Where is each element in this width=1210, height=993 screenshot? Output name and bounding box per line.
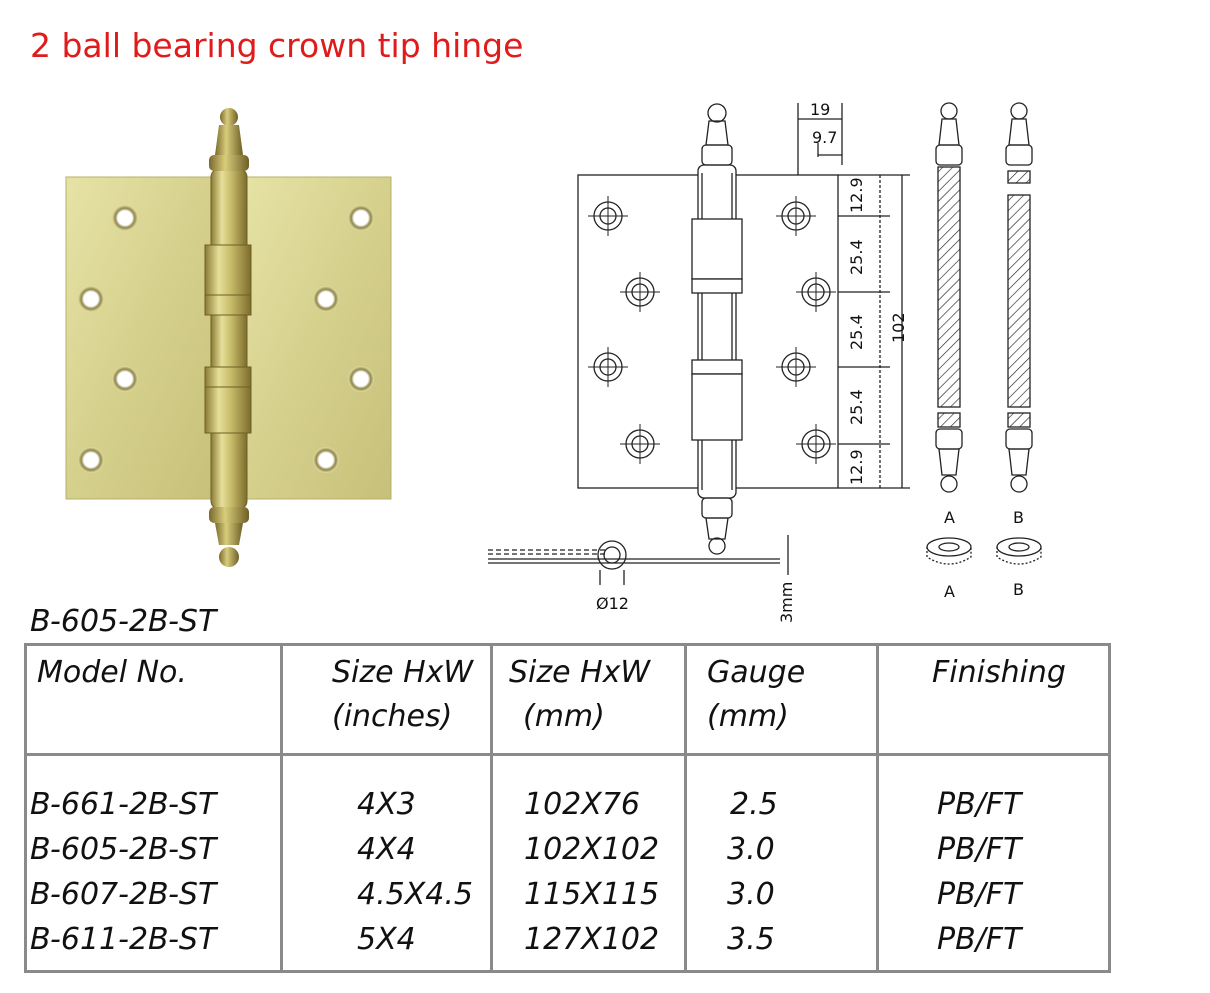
dim-9-7: 9.7 <box>812 128 837 147</box>
dim-12-9-bottom: 12.9 <box>847 449 866 485</box>
hinge-left-leaf <box>65 176 217 500</box>
hinge-knuckle <box>210 168 248 510</box>
header-gauge: Gauge(mm) <box>707 655 806 734</box>
dim-102: 102 <box>889 312 908 343</box>
washer-label-a: A <box>944 582 955 601</box>
dim-25-4-b: 25.4 <box>847 314 866 350</box>
hinge-photo <box>65 108 392 567</box>
washer-label-b: B <box>1013 580 1024 599</box>
washer-b <box>996 537 1042 565</box>
crown-tip-bottom <box>209 507 249 567</box>
dim-25-4-c: 25.4 <box>847 389 866 425</box>
crown-tip-top <box>209 108 249 171</box>
header-finishing: Finishing <box>932 655 1066 690</box>
pin-b <box>1005 102 1033 493</box>
header-size-mm: Size HxW(mm) <box>509 655 651 734</box>
header-model-no: Model No. <box>37 655 187 690</box>
technical-drawing: 19 9.7 12.9 25.4 25.4 25.4 12.9 102 Ø12 … <box>488 100 1042 623</box>
pin-label-a: A <box>944 508 955 527</box>
model-caption: B-605-2B-ST <box>30 604 217 639</box>
dim-12-9-top: 12.9 <box>847 177 866 213</box>
pin-label-b: B <box>1013 508 1024 527</box>
page-title: 2 ball bearing crown tip hinge <box>30 26 524 65</box>
hinge-right-leaf <box>240 176 392 500</box>
washer-a <box>926 537 972 565</box>
dim-25-4-a: 25.4 <box>847 239 866 275</box>
spec-table: Model No. Size HxW(inches) Size HxW(mm) … <box>24 643 1111 973</box>
pin-a <box>935 102 963 493</box>
dim-thickness: 3mm <box>777 582 796 623</box>
hinge-holes <box>78 205 374 473</box>
dim-pin-diameter: Ø12 <box>596 594 629 613</box>
header-size-inches: Size HxW(inches) <box>332 655 474 734</box>
dim-19: 19 <box>810 100 830 119</box>
